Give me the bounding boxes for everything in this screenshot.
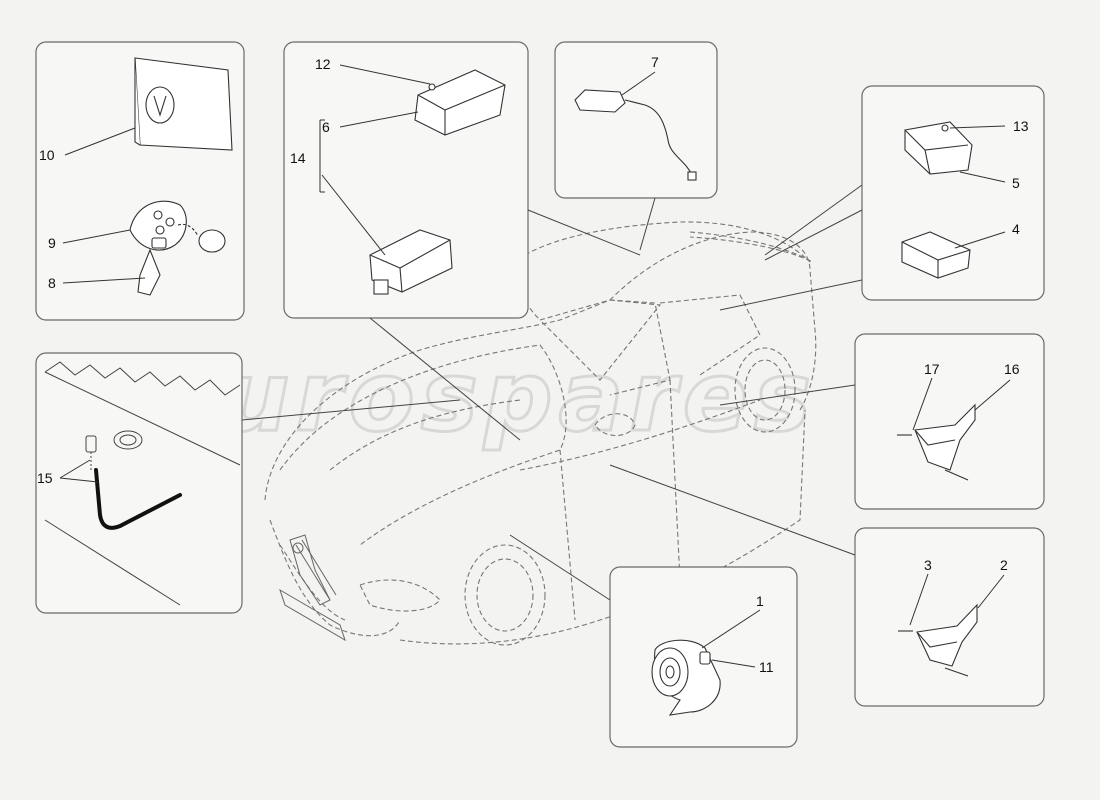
panel-bracket-upper: [854, 333, 1045, 510]
sensor-module-bottom: [901, 231, 971, 279]
antenna-module: [574, 89, 697, 181]
car-outline: [264, 221, 817, 646]
remote-key: [129, 200, 226, 296]
callout-6: 6: [322, 119, 330, 135]
siren-sensor-unit: [369, 229, 453, 295]
key-manual-pouch: [134, 57, 233, 151]
control-unit-module: [414, 69, 506, 136]
callout-16: 16: [1004, 361, 1020, 377]
cable-panel-body: [44, 361, 241, 606]
bracket-upper: [897, 403, 976, 481]
callout-4: 4: [1012, 221, 1020, 237]
watermark-text: eurospares: [150, 341, 817, 453]
alarm-cable: [94, 468, 182, 530]
callout-14: 14: [290, 150, 306, 166]
callout-5: 5: [1012, 175, 1020, 191]
siren-callout-lines: [701, 609, 761, 668]
panel-cable: [35, 352, 243, 614]
callout-1: 1: [756, 593, 764, 609]
sensor-callout-lines: [949, 125, 1006, 249]
callout-line-7: [621, 71, 656, 96]
bracket-lower: [898, 603, 978, 677]
callout-3: 3: [924, 557, 932, 573]
siren-horn: [651, 639, 721, 716]
panel-antenna: [554, 41, 718, 199]
callout-12: 12: [315, 56, 331, 72]
callout-10: 10: [39, 147, 55, 163]
bracket-lower-callout-lines: [909, 573, 1005, 626]
callout-15: 15: [37, 470, 53, 486]
bracket-upper-callout-lines: [912, 377, 1011, 431]
callout-11: 11: [759, 659, 774, 675]
leader-lines: [241, 184, 863, 601]
keys-callout-lines: [62, 127, 146, 284]
callout-2: 2: [1000, 557, 1008, 573]
panel-bracket-lower: [854, 527, 1045, 707]
callout-8: 8: [48, 275, 56, 291]
control-unit-callout-lines: [319, 64, 431, 256]
callout-7: 7: [651, 54, 659, 70]
sensor-module-top: [904, 121, 973, 175]
cable-callout-lines: [59, 459, 99, 483]
callout-9: 9: [48, 235, 56, 251]
callout-17: 17: [924, 361, 940, 377]
car-front-detail: [279, 534, 346, 642]
callout-13: 13: [1013, 118, 1029, 134]
